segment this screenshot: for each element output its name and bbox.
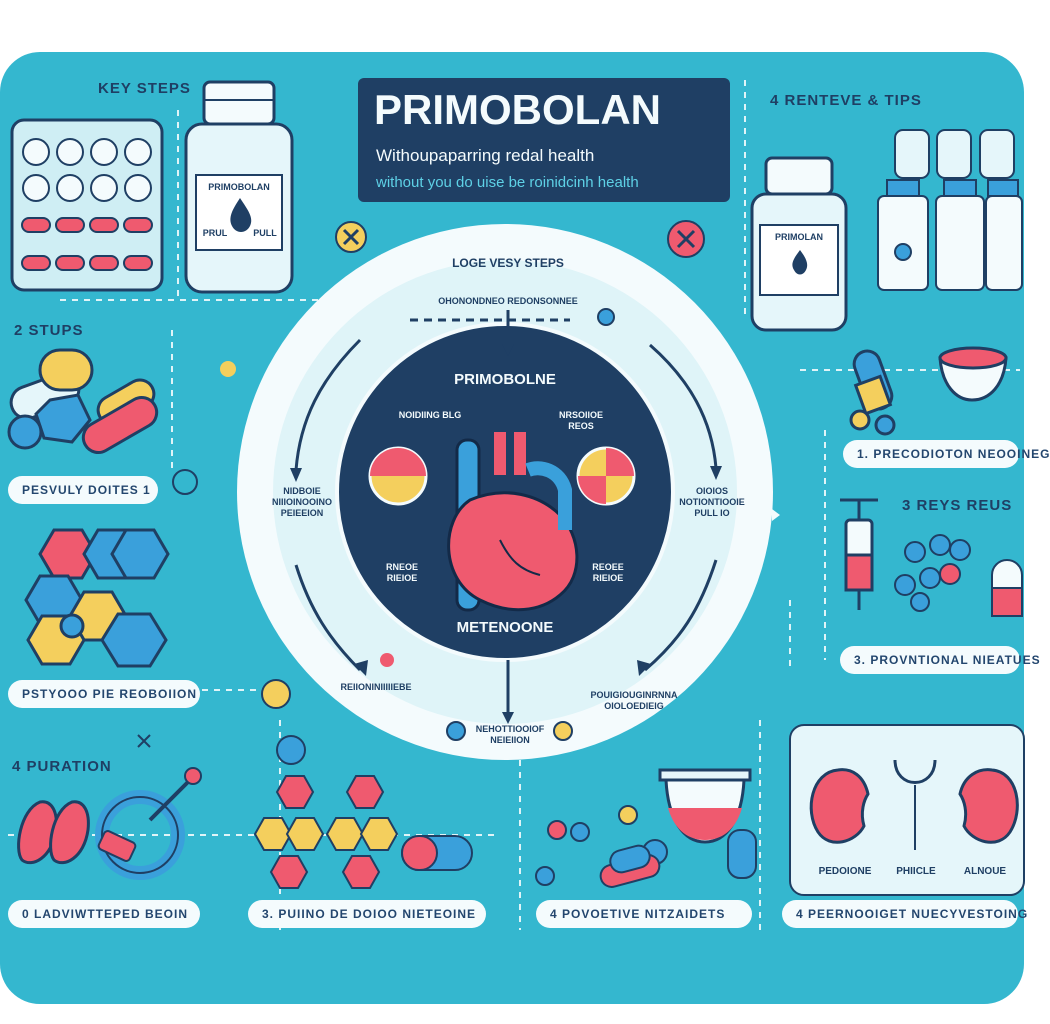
- pill-cluster-right-icon: [894, 534, 1023, 617]
- illustration-layer: [7, 80, 1025, 930]
- close-icon-yellow: [335, 221, 367, 253]
- circle-right-label: OIOIOS NOTIONTIOOIE PULL IO: [679, 486, 745, 518]
- inner-label-tl: NOIDIING BLG: [398, 410, 462, 420]
- kidney-label-b: PHIICLE: [896, 866, 936, 877]
- circle-left-label: NIDBOIE NIIIOINOOINO PEIEEION: [271, 486, 332, 518]
- label-right-2: 3. PROVNTIONAL NIEATUES: [840, 646, 1040, 674]
- circle-top-sub: OHONONDNEO REDONSONNEE: [438, 296, 578, 306]
- circle-top-title: LOGE VESY STEPS: [452, 256, 564, 270]
- bottle-left-sub-b: PULL: [253, 228, 277, 238]
- bottle-left-label: PRIMOBOLAN: [208, 182, 270, 192]
- bottle-left-sub-a: PRUL: [202, 228, 228, 238]
- syringe-icon: [840, 498, 878, 610]
- blister-pack-icon: [10, 118, 164, 292]
- section-reviews-tips: 4 RENTEVE & TIPS: [770, 92, 922, 109]
- inner-label-bl: RNEOE RIEIOE: [385, 562, 418, 583]
- bowl-pills-right-icon: [849, 346, 1008, 436]
- bowl-icon: [658, 768, 752, 844]
- ring-tool-icon: [95, 767, 202, 880]
- capsules-icon: [7, 348, 159, 454]
- title-subline-2: without you do uise be roinidcinh health: [376, 174, 639, 191]
- hexagon-pills-icon: [253, 775, 473, 889]
- lungs-icon: [17, 800, 90, 865]
- label-bottom-3: 4 POVOETIVE NITZAIDETS: [536, 900, 752, 928]
- label-left-2: PSTYOOO PIE REOBOIION: [8, 680, 200, 708]
- molecule-hexagons-icon: [24, 528, 170, 668]
- title-subline-1: Withoupaparring redal health: [376, 146, 595, 165]
- medicine-bottle-icon: [184, 80, 294, 294]
- circle-bottom-mid: NEHOTTIOOIOF NEIEIION: [475, 724, 545, 745]
- scattered-pills-icon: [535, 805, 757, 888]
- label-bottom-4: 4 PEERNOOIGET NUECYVESTOING: [782, 900, 1027, 928]
- section-duration: 4 PURATION: [12, 758, 112, 775]
- label-right-1: 1. PRECODIOTON NEOOINEG: [843, 440, 1049, 468]
- page-title: PRIMOBOLAN: [374, 86, 661, 133]
- central-cycle-diagram: [237, 224, 780, 760]
- label-left-1: PESVULY DOITES 1: [8, 476, 158, 504]
- vials-icon: [877, 129, 1023, 291]
- label-bottom-2: 3. PUIINO DE DOIOO NIETEOINE: [248, 900, 486, 928]
- inner-label-tr: NRSOIIOE REOS: [558, 410, 603, 431]
- kidney-card: [789, 724, 1025, 896]
- inner-label-br: REOEE RIEIOE: [592, 562, 624, 583]
- label-left-3: 0 LADVIWTTEPED BEOIN: [8, 900, 200, 928]
- center-bottom: METENOONE: [456, 619, 554, 636]
- kidney-label-a: PEDOIONE: [818, 866, 872, 877]
- title-box: [358, 78, 730, 202]
- section-key-steps: KEY STEPS: [98, 80, 191, 97]
- kidney-label-c: ALNOUE: [963, 866, 1007, 877]
- medicine-bottle-right-icon: [750, 156, 848, 332]
- center-title: PRIMOBOLNE: [454, 371, 556, 388]
- circle-bottom-right: POUIGIOUGINRNNA OIOLOEDIEIG: [590, 690, 678, 711]
- close-icon-red: [667, 220, 705, 258]
- decorative-dots: [137, 361, 306, 765]
- section-steps-2: 2 STUPS: [14, 322, 84, 339]
- section-reys: 3 REYS REUS: [902, 497, 1013, 514]
- heart-icon: [447, 432, 579, 612]
- bottle-right-label: PRIMOLAN: [775, 232, 823, 242]
- circle-bottom-left: REIIONINIIIIIEBE: [340, 682, 412, 692]
- infographic: PRIMOBOLAN Withoupaparring redal health …: [0, 52, 1049, 1004]
